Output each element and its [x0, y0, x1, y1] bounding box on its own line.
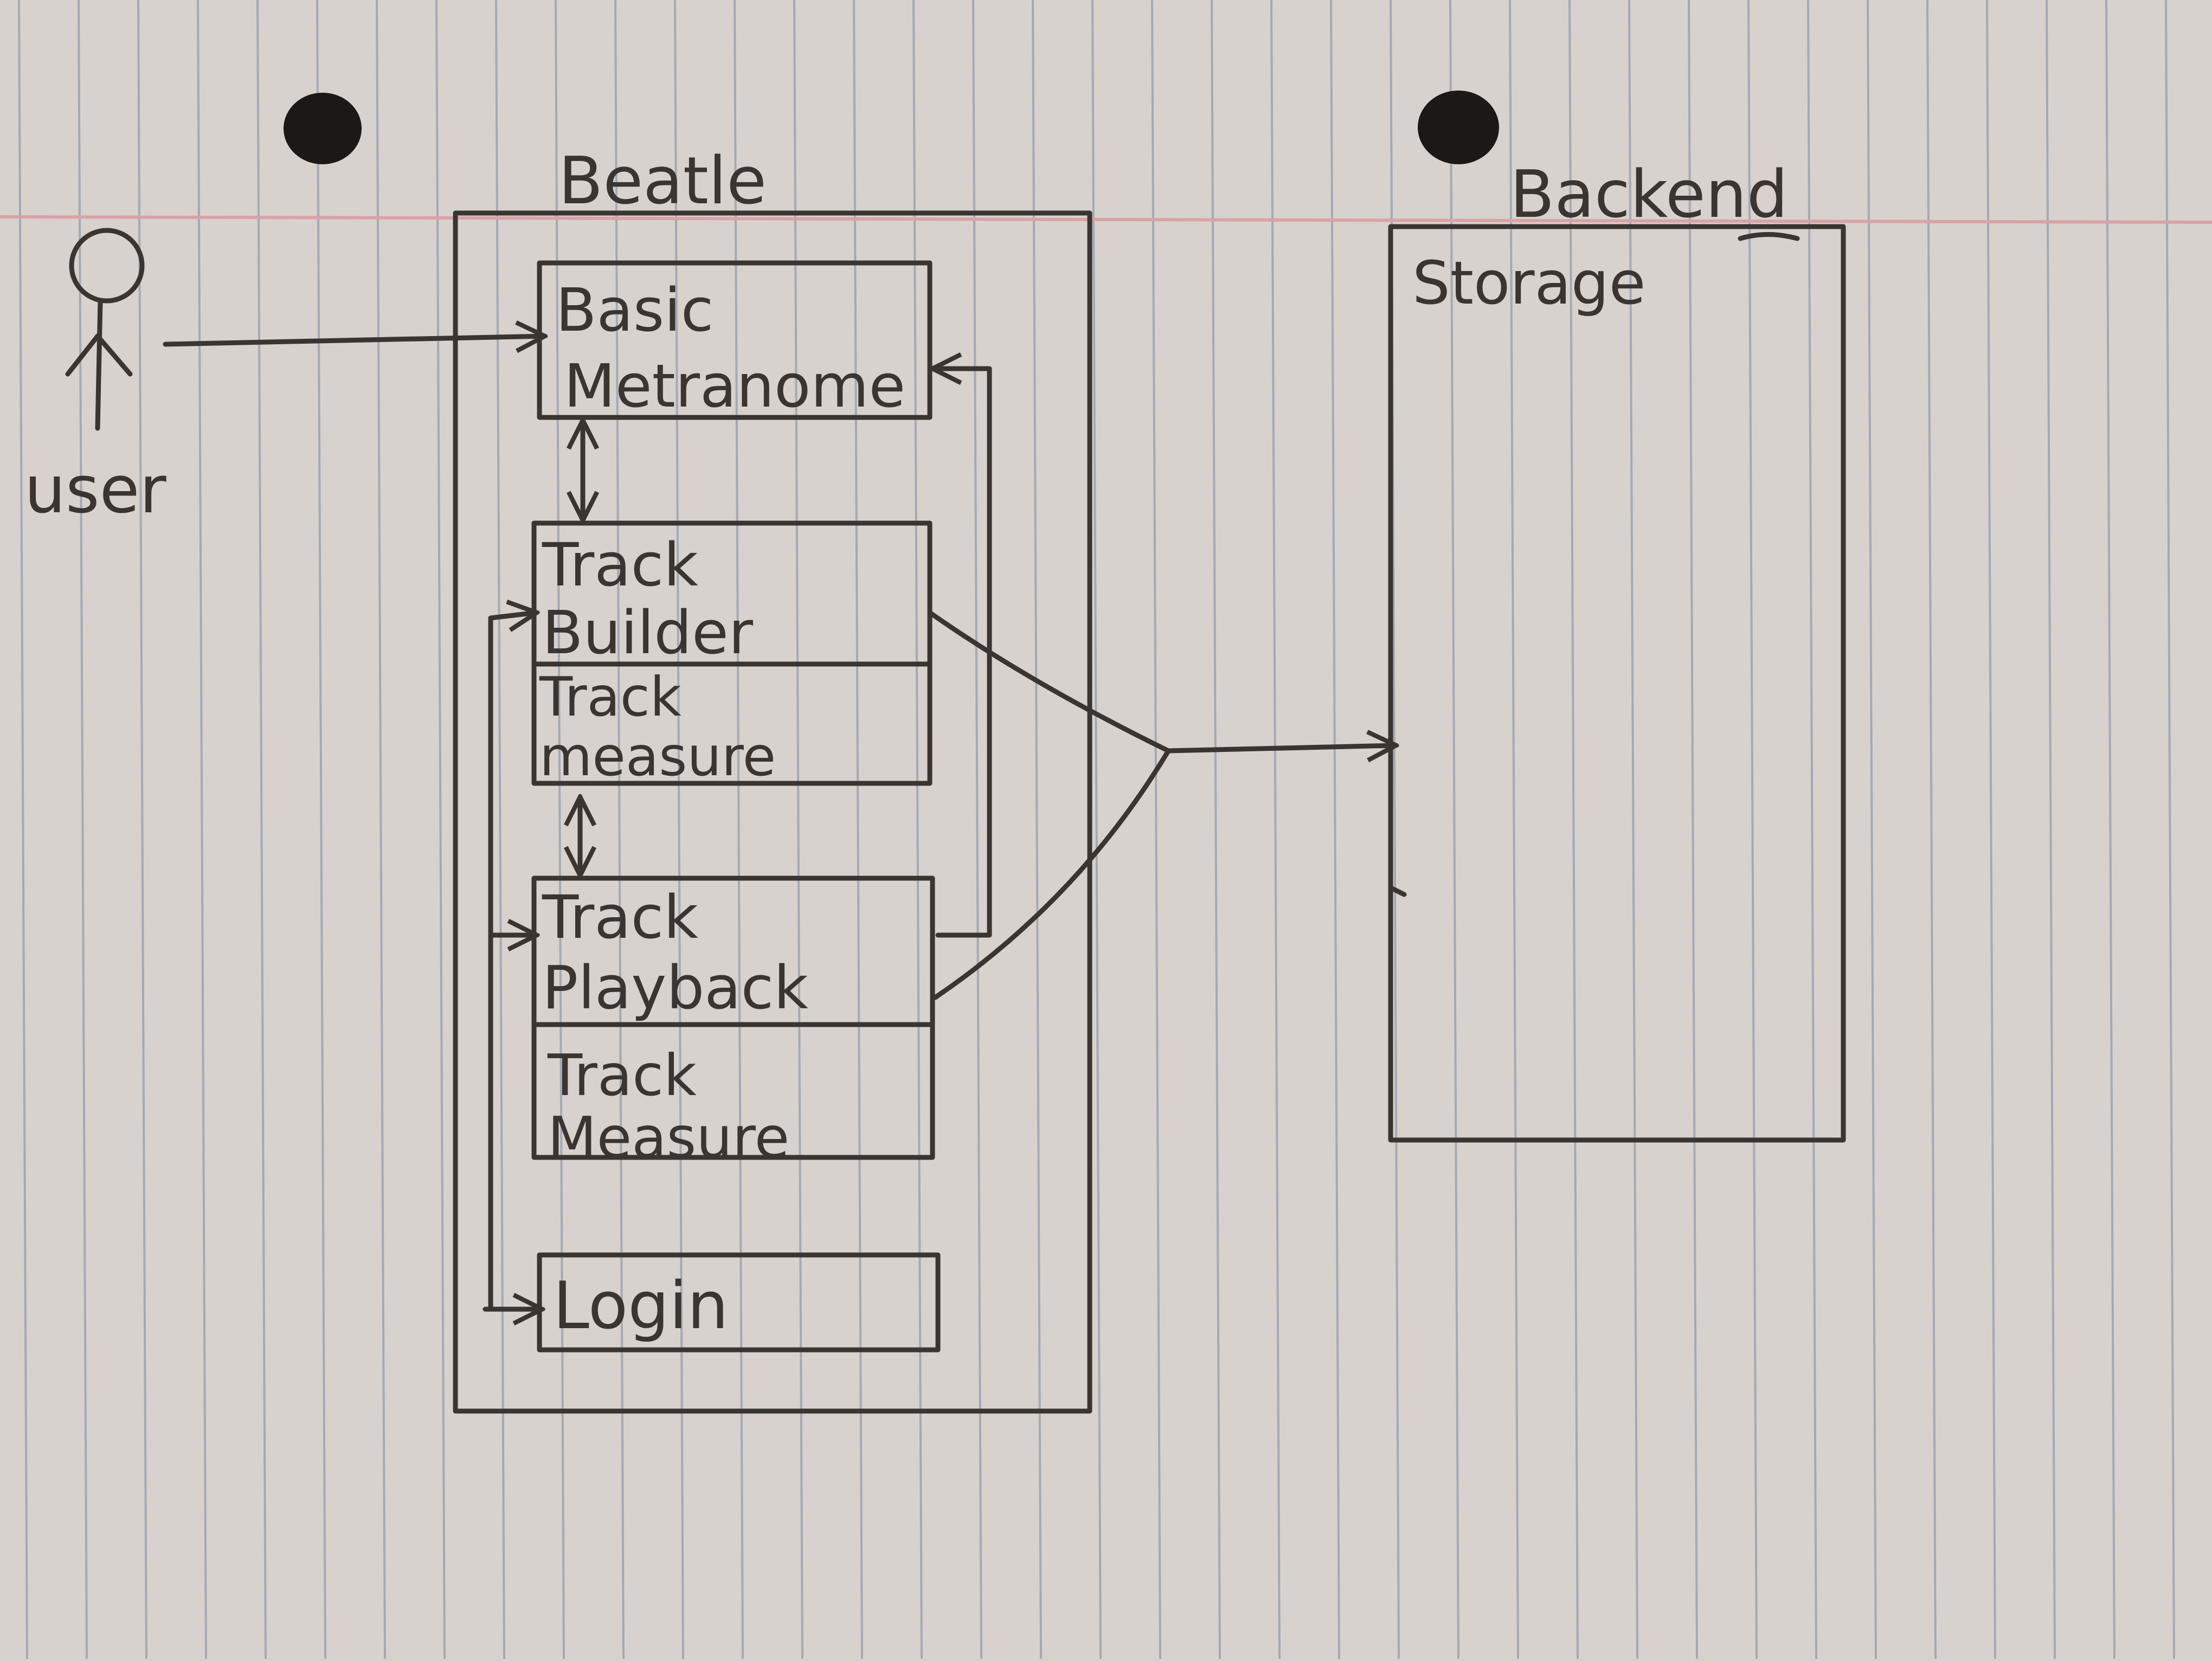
basic-metronome-line-2: Metranome — [564, 351, 905, 421]
ruled-line — [1449, 0, 1459, 1659]
ruled-lines — [18, 0, 2175, 1659]
ruled-line — [435, 0, 446, 1659]
ruled-line — [1270, 0, 1281, 1659]
basic-metronome-line-1: Basic — [556, 275, 713, 345]
ruled-line — [2046, 0, 2056, 1659]
ruled-line — [793, 0, 803, 1659]
ruled-line — [1986, 0, 1996, 1659]
ruled-line — [1867, 0, 1877, 1659]
track-playback-line-2: Playback — [542, 953, 808, 1022]
ruled-line — [853, 0, 863, 1659]
ruled-line — [614, 0, 625, 1659]
ruled-line — [1091, 0, 1102, 1659]
track-builder-measure-box[interactable] — [531, 661, 933, 786]
track-playback-label[interactable]: Track Playback — [542, 883, 808, 1022]
backend-title-underline — [1738, 232, 1800, 241]
ruled-line — [1151, 0, 1161, 1659]
ruled-line — [1568, 0, 1579, 1659]
beatle-title: Beatle — [558, 144, 767, 219]
connector-builder-to-junction — [927, 610, 1171, 754]
ruled-line — [674, 0, 684, 1659]
track-playback-measure-label[interactable]: Track Measure — [547, 1042, 789, 1171]
backend-title: Backend — [1510, 157, 1788, 233]
beatle-boundary — [453, 210, 1092, 1414]
ruled-line — [495, 0, 505, 1659]
ruled-line — [78, 0, 88, 1659]
ruled-line — [197, 0, 207, 1659]
arrow-junction-to-storage — [1166, 745, 1396, 751]
ruled-line — [1807, 0, 1817, 1659]
track-builder-line-1: Track — [542, 530, 698, 600]
ruled-line — [912, 0, 923, 1659]
connector-playback-to-junction — [933, 748, 1171, 1000]
track-playback-line-1: Track — [542, 883, 698, 952]
ruled-line — [256, 0, 267, 1659]
ruled-line — [1032, 0, 1042, 1659]
arrow-user-to-metronome — [163, 336, 545, 344]
ruled-line — [734, 0, 744, 1659]
margin-line — [0, 215, 2212, 224]
ruled-line — [2105, 0, 2115, 1659]
track-builder-measure-line-2: measure — [539, 725, 776, 788]
storage-tick-mark — [1391, 886, 1407, 897]
user-actor-icon — [65, 228, 145, 431]
ruled-line — [2165, 0, 2175, 1659]
track-builder-line-2: Builder — [542, 598, 754, 667]
ruled-line — [1211, 0, 1221, 1659]
basic-metronome-label[interactable]: Basic Metranome — [556, 275, 905, 421]
ruled-line — [376, 0, 386, 1659]
login-label[interactable]: Login — [553, 1269, 729, 1344]
storage-label: Storage — [1412, 248, 1645, 318]
track-builder-measure-line-1: Track — [539, 665, 681, 729]
binder-hole-right — [1418, 91, 1499, 164]
ruled-line — [1926, 0, 1937, 1659]
storage-boundary — [1388, 224, 1846, 1143]
ruled-line — [1509, 0, 1519, 1659]
track-playback-measure-line-2: Measure — [548, 1105, 789, 1171]
arrow-left-loop-to-builder — [488, 613, 537, 1312]
track-playback-measure-box[interactable] — [531, 1022, 935, 1160]
ruled-line — [972, 0, 982, 1659]
ruled-line — [316, 0, 326, 1659]
ruled-line — [1747, 0, 1758, 1659]
ruled-line — [1628, 0, 1638, 1659]
track-builder-measure-label[interactable]: Track measure — [539, 665, 776, 788]
ruled-line — [1688, 0, 1698, 1659]
ruled-line — [18, 0, 28, 1659]
user-label: user — [24, 453, 166, 528]
track-builder-label[interactable]: Track Builder — [542, 530, 754, 667]
ruled-line — [1330, 0, 1340, 1659]
binder-hole-left — [284, 93, 362, 164]
track-playback-measure-line-1: Track — [547, 1042, 697, 1109]
ruled-line — [555, 0, 565, 1659]
